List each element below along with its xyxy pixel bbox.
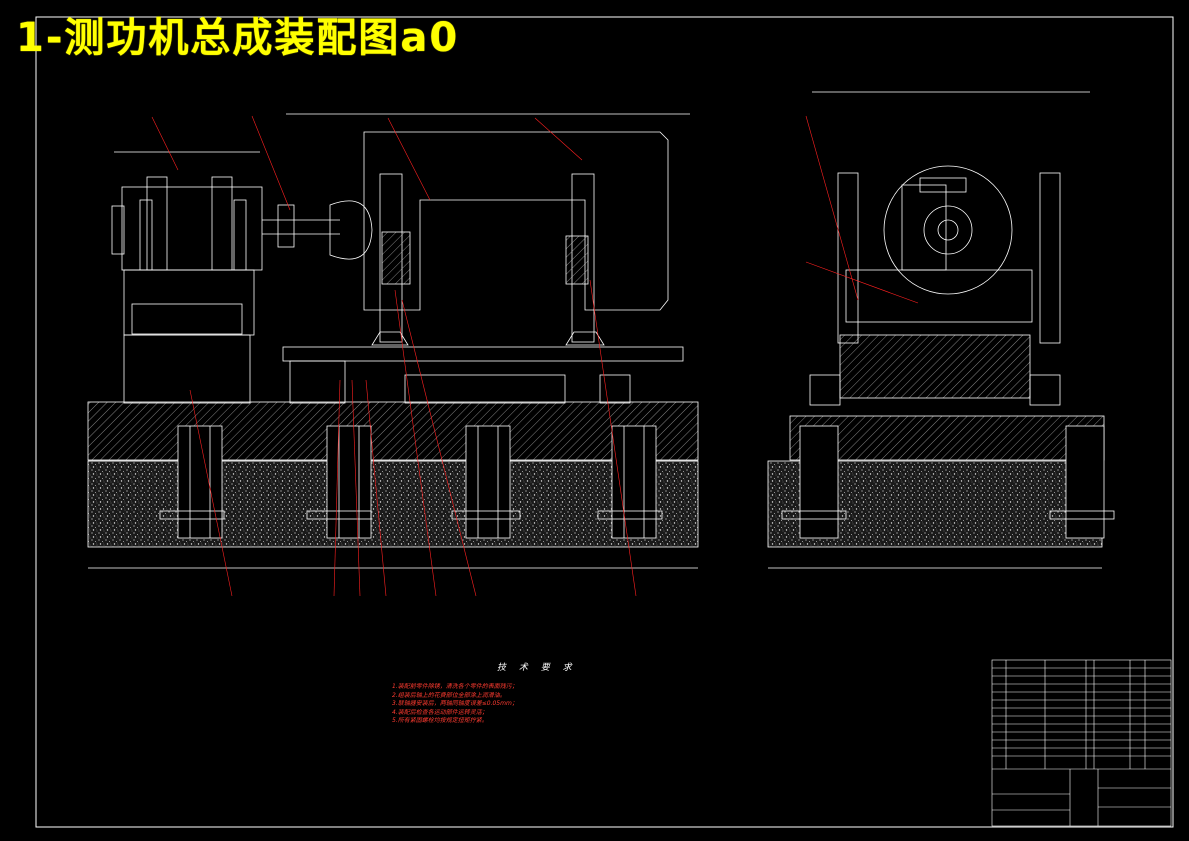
requirement-item: 4.装配后检查各运动部件运转灵活； <box>392 708 488 716</box>
motor <box>121 186 263 271</box>
motor-support <box>123 334 251 404</box>
drawing-title: 1-测功机总成装配图a0 <box>16 15 460 61</box>
side-view <box>767 91 1115 569</box>
technical-requirements-heading: 技 术 要 求 <box>497 663 577 673</box>
coupling <box>277 204 295 248</box>
title-block <box>991 659 1172 827</box>
side-view-leaders <box>805 115 919 304</box>
front-view <box>87 113 699 569</box>
requirement-item: 5.所有紧固螺栓均按规定扭矩拧紧。 <box>392 717 488 725</box>
anchor-bolts <box>159 425 663 539</box>
requirement-item: 2.组装后轴上的花费部位全部涂上润滑油。 <box>392 691 506 699</box>
front-view-leaders <box>151 115 637 597</box>
drawing-frame <box>35 16 1174 828</box>
rotor-circle <box>883 165 1013 295</box>
requirement-item: 3.联轴器安装后，两轴同轴度误差≤0.05mm； <box>392 700 518 708</box>
side-housing <box>845 269 1033 323</box>
requirement-item: 1.装配前零件除锈，清洗各个零件的表面残污； <box>392 683 518 690</box>
technical-requirements-list: 1.装配前零件除锈，清洗各个零件的表面残污； 2.组装后轴上的花费部位全部涂上润… <box>392 683 912 726</box>
dynamometer-frame <box>363 131 669 311</box>
